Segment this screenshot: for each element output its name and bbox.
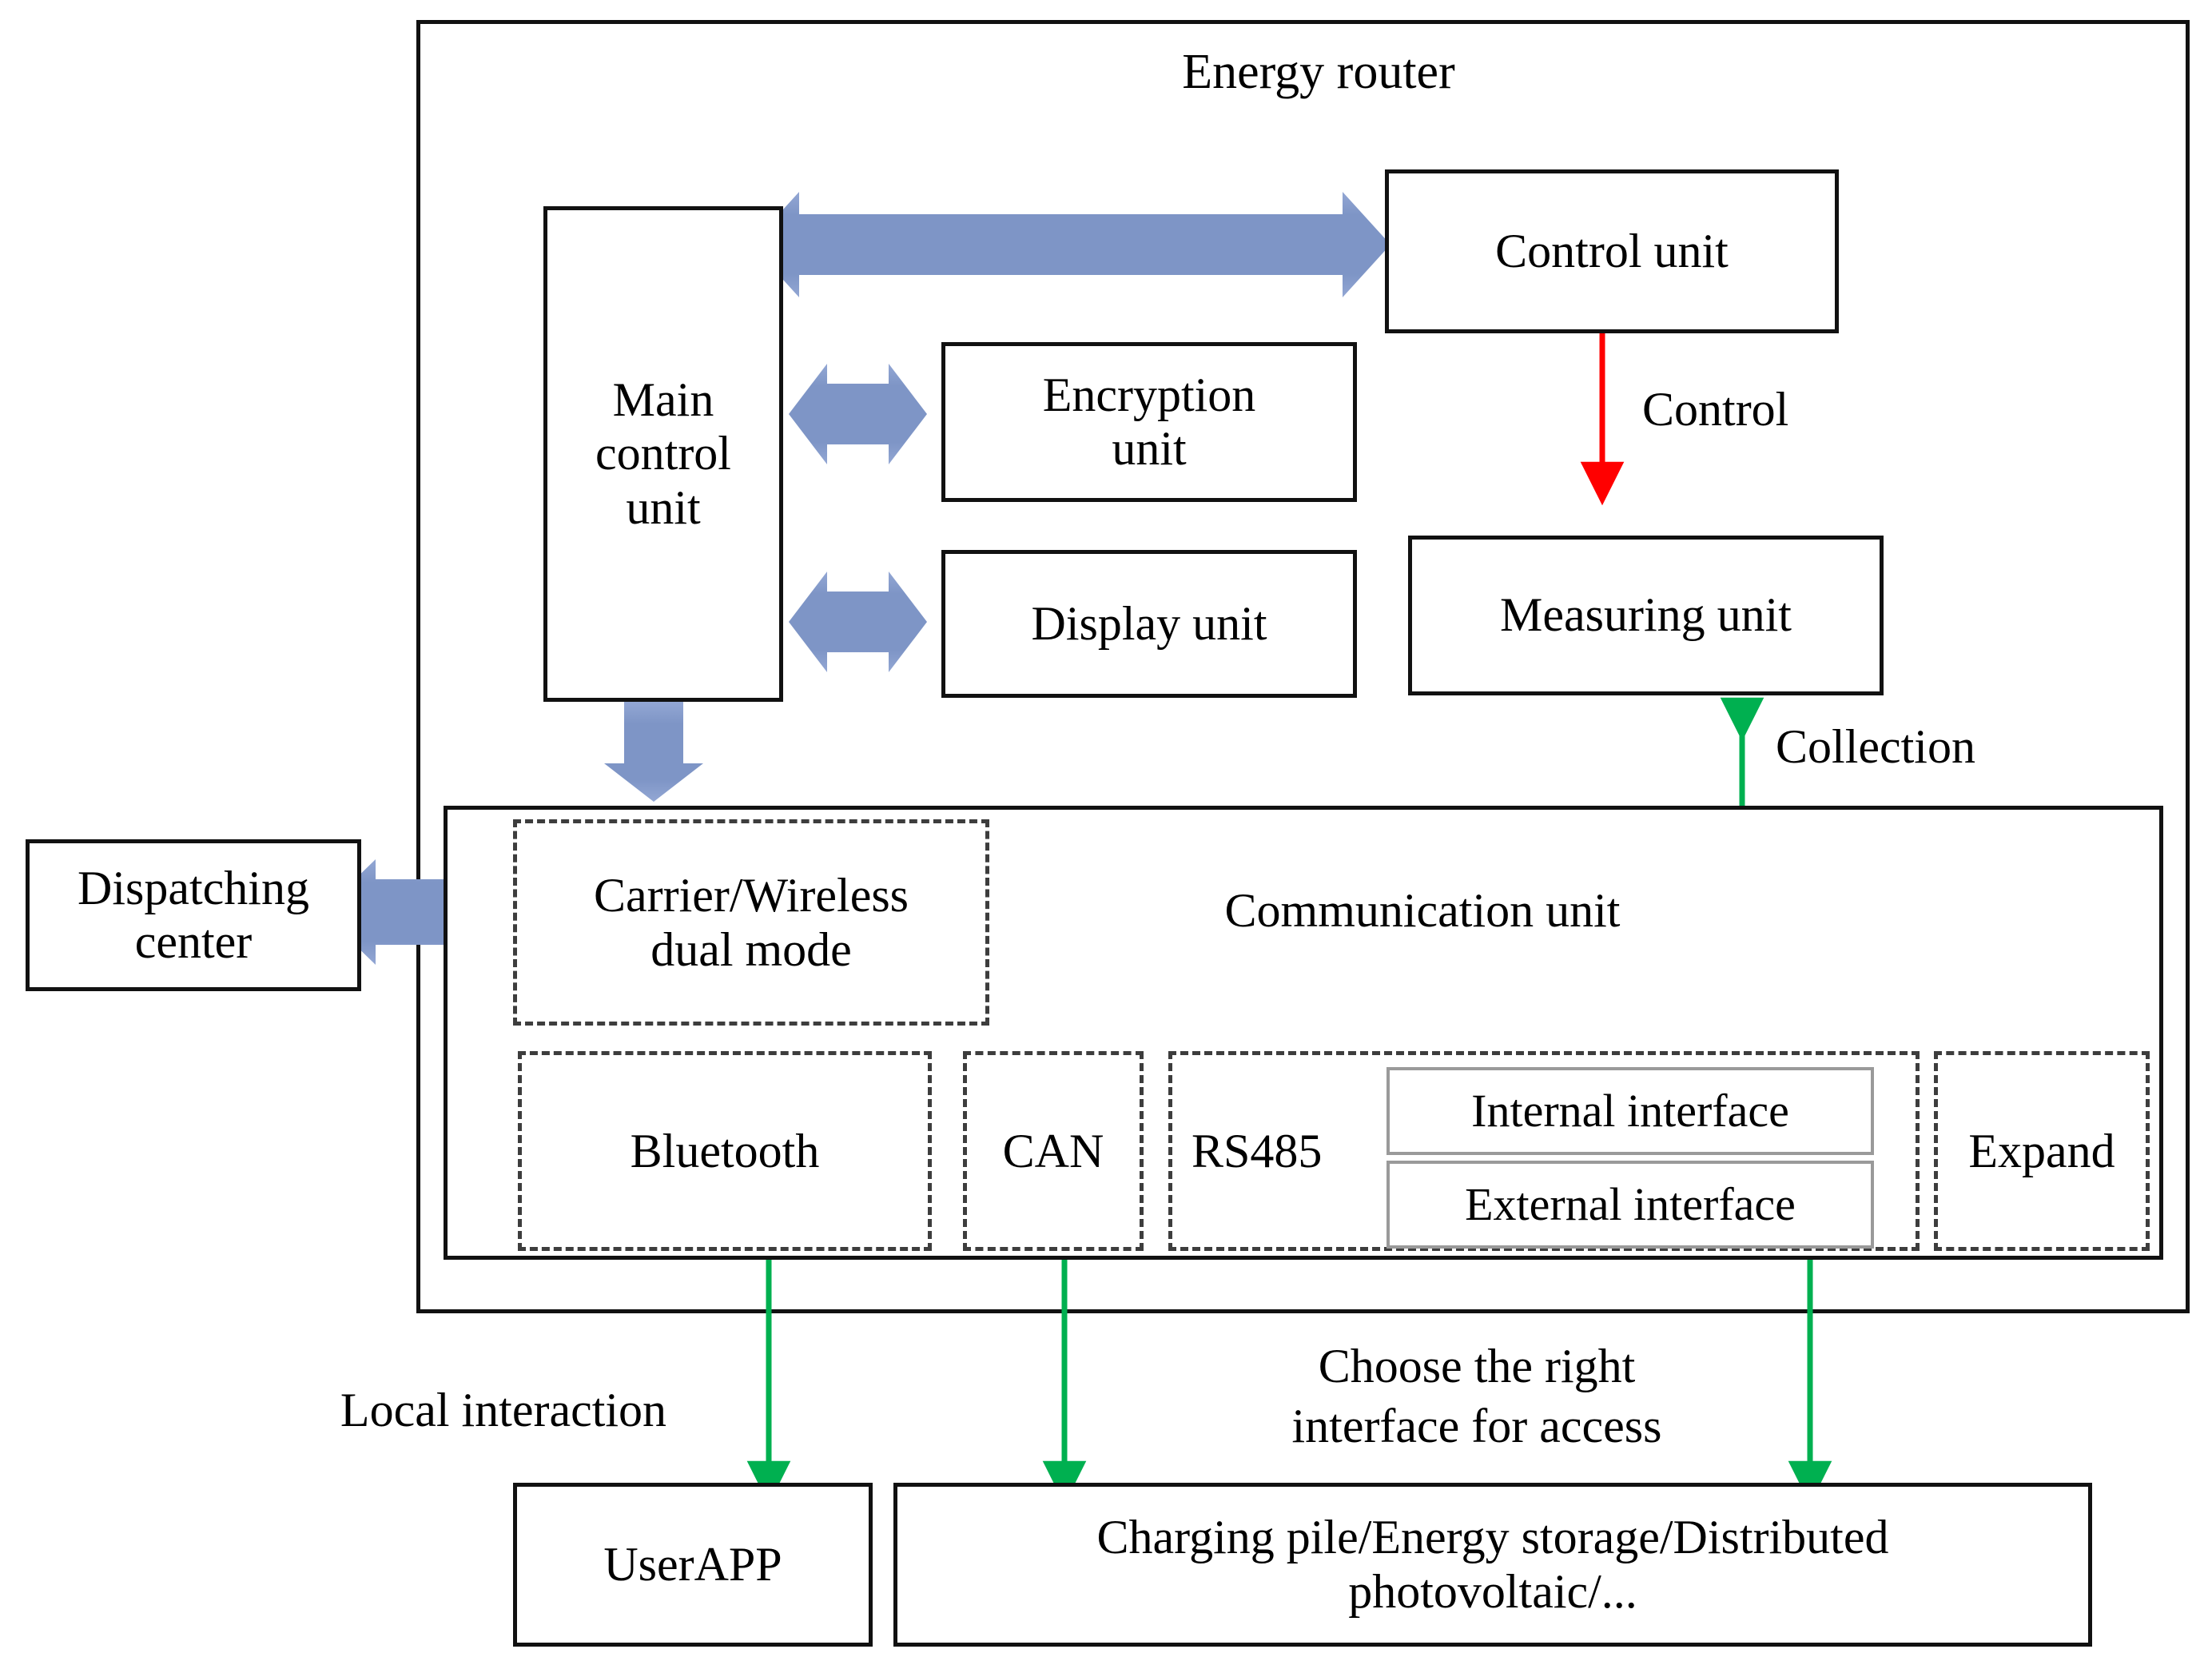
expand-label: Expand — [1968, 1124, 2115, 1177]
internal-interface-label: Internal interface — [1471, 1084, 1789, 1137]
measuring-unit-box[interactable]: Measuring unit — [1408, 536, 1884, 695]
main-control-unit-label-line2: control — [595, 427, 731, 480]
carrier-wireless-label-line1: Carrier/Wireless — [593, 868, 909, 922]
user-app-box[interactable]: UserAPP — [513, 1483, 873, 1647]
control-unit-box[interactable]: Control unit — [1385, 169, 1839, 333]
collection-edge-label: Collection — [1776, 720, 1975, 773]
encryption-unit-label-line1: Encryption — [1042, 368, 1256, 421]
main-control-unit-label-line3: unit — [626, 480, 701, 534]
control-edge-label: Control — [1642, 383, 1789, 436]
local-interaction-label: Local interaction — [340, 1384, 667, 1436]
encryption-unit-label-line2: unit — [1112, 422, 1187, 475]
expand-box[interactable]: Expand — [1934, 1051, 2150, 1251]
carrier-wireless-dual-mode-box[interactable]: Carrier/Wireless dual mode — [513, 819, 989, 1026]
control-unit-label: Control unit — [1495, 224, 1729, 277]
can-label: CAN — [1002, 1124, 1104, 1177]
choose-interface-label-line2: interface for access — [1291, 1400, 1662, 1452]
measuring-unit-label: Measuring unit — [1500, 588, 1792, 642]
communication-unit-box — [444, 806, 2163, 1260]
dispatching-center-label-line1: Dispatching — [78, 861, 309, 914]
loads-label-line1: Charging pile/Energy storage/Distributed — [1096, 1511, 1889, 1564]
bluetooth-box[interactable]: Bluetooth — [518, 1051, 932, 1251]
energy-router-title: Energy router — [1182, 45, 1455, 99]
dispatching-center-box[interactable]: Dispatching center — [26, 839, 361, 991]
display-unit-label: Display unit — [1031, 596, 1267, 650]
encryption-unit-box[interactable]: Encryption unit — [941, 342, 1357, 502]
bluetooth-label: Bluetooth — [630, 1124, 820, 1177]
internal-interface-box[interactable]: Internal interface — [1386, 1067, 1874, 1155]
rs485-label: RS485 — [1192, 1124, 1323, 1177]
external-interface-box[interactable]: External interface — [1386, 1161, 1874, 1249]
communication-unit-label: Communication unit — [1224, 884, 1621, 937]
rs485-box[interactable]: RS485 — [1168, 1051, 1920, 1251]
main-control-unit-label-line1: Main — [612, 373, 714, 427]
carrier-wireless-label-line2: dual mode — [650, 923, 852, 976]
main-control-unit-box[interactable]: Main control unit — [543, 206, 783, 702]
user-app-label: UserAPP — [603, 1537, 782, 1591]
display-unit-box[interactable]: Display unit — [941, 550, 1357, 698]
choose-interface-label-line1: Choose the right — [1318, 1340, 1636, 1392]
loads-label-line2: photovoltaic/... — [1348, 1564, 1637, 1618]
dispatching-center-label-line2: center — [134, 915, 253, 968]
can-box[interactable]: CAN — [963, 1051, 1144, 1251]
external-interface-label: External interface — [1465, 1177, 1796, 1230]
loads-box[interactable]: Charging pile/Energy storage/Distributed… — [893, 1483, 2092, 1647]
